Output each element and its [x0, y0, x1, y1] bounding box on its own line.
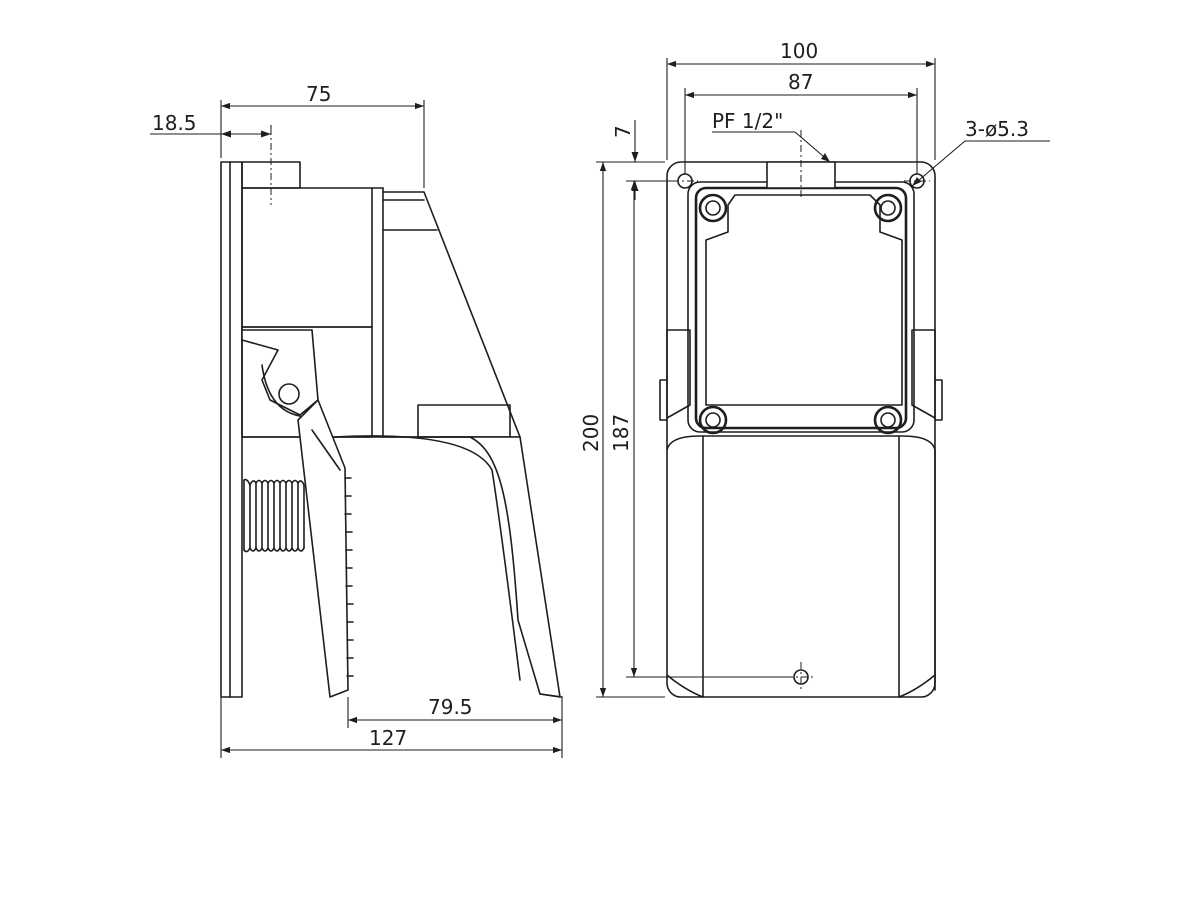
- return-spring: [243, 478, 305, 553]
- hinge-pin-hole: [278, 383, 300, 405]
- callout-holes-label: 3-ø5.3: [965, 117, 1029, 141]
- hinge-left: [659, 329, 691, 421]
- front-view: 100 87 7 200 187: [579, 39, 1050, 698]
- dim-127-label: 127: [369, 726, 407, 750]
- guard-block: [417, 404, 511, 438]
- base-plate: [666, 161, 936, 698]
- hinge-right: [911, 329, 943, 421]
- dim-187-label: 187: [609, 414, 633, 452]
- pedal-top: [329, 436, 561, 698]
- dim-7-label: 7: [611, 125, 635, 138]
- callout-holes: 3-ø5.3: [911, 117, 1050, 187]
- dim-18-5-label: 18.5: [152, 111, 197, 135]
- dim-75-label: 75: [306, 82, 331, 106]
- dim-79-5: 79.5: [347, 695, 563, 758]
- pedal-cover-corner-right: [898, 674, 936, 698]
- cover-screw-top-left: [698, 193, 728, 223]
- pedal-cover: [666, 435, 936, 691]
- dim-87-label: 87: [788, 70, 813, 94]
- pedal-tip: [539, 693, 563, 698]
- back-plate: [220, 161, 243, 698]
- hinge-lobe: [261, 364, 313, 431]
- cover-screw-bottom-left: [698, 405, 728, 435]
- pedal-lever-edge: [311, 429, 341, 471]
- dim-200-label: 200: [579, 414, 603, 452]
- cover-panel: [705, 194, 903, 406]
- dim-18-5: 18.5: [150, 100, 272, 158]
- hinge-bracket: [241, 329, 319, 416]
- dim-87: 87: [684, 70, 918, 174]
- dim-7: 7: [596, 120, 678, 200]
- dim-79-5-label: 79.5: [428, 695, 473, 719]
- cover-screw-bottom-right: [873, 405, 903, 435]
- housing-body: [241, 187, 373, 328]
- callout-port-label: PF 1/2": [712, 109, 783, 133]
- dim-75: 75: [221, 82, 425, 188]
- pedal-curve: [334, 435, 521, 681]
- dim-100-label: 100: [780, 39, 818, 63]
- dim-100: 100: [666, 39, 936, 160]
- cover-screw-top-right: [873, 193, 903, 223]
- dim-187: 187: [609, 181, 786, 678]
- pedal-lever: [297, 399, 349, 698]
- dim-127: 127: [220, 697, 562, 758]
- dim-200: 200: [579, 162, 665, 698]
- tapered-guard: [382, 191, 521, 438]
- pedal-serrations: [344, 477, 354, 677]
- side-view: 18.5 75 79.5 127: [150, 82, 563, 758]
- callout-port: PF 1/2": [712, 109, 831, 163]
